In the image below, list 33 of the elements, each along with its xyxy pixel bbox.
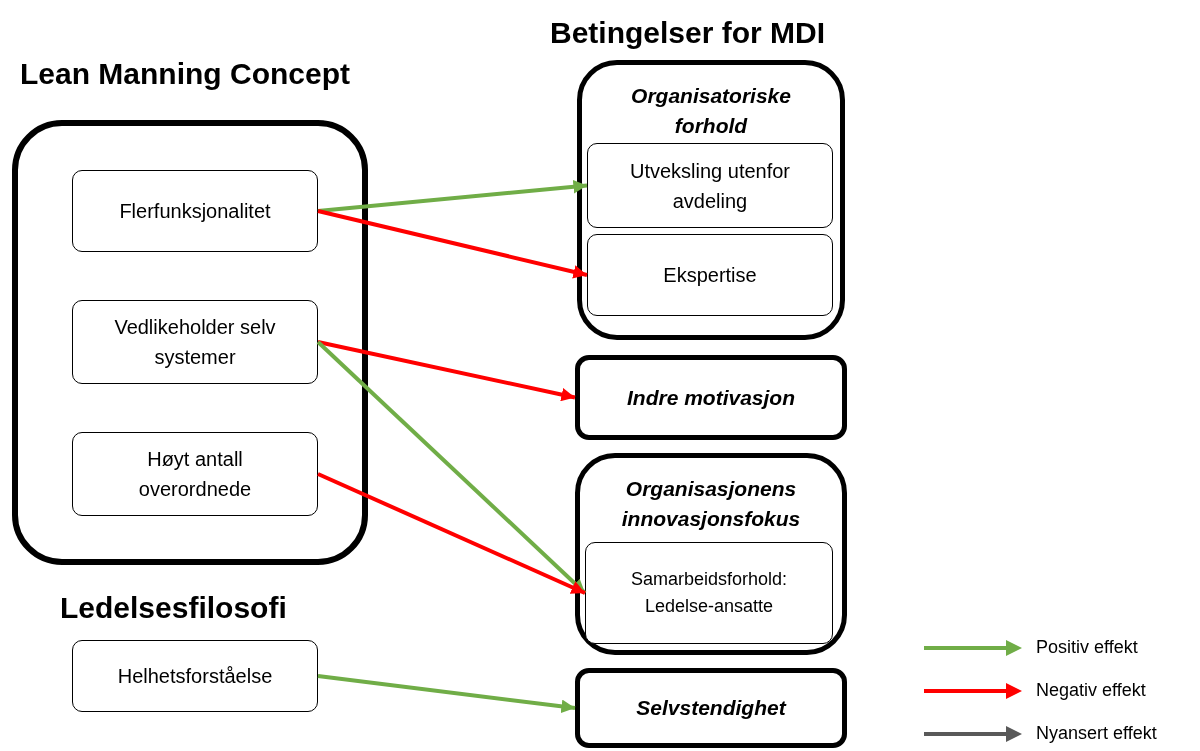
condition-label: Selvstendighet — [636, 695, 786, 722]
title: Betingelser for MDI — [550, 15, 826, 51]
condition-box — [575, 668, 847, 748]
group-heading: Organisatoriske forhold — [630, 83, 792, 139]
condition-label: Indre motivasjon — [627, 384, 795, 411]
factor-label: Helhetsforståelse — [117, 664, 273, 689]
factor-label: Utveksling utenfor avdeling — [628, 158, 792, 214]
legend-label: Negativ effekt — [1036, 679, 1146, 702]
group-heading: Organisasjonens innovasjonsfokus — [620, 476, 802, 532]
arrow — [317, 674, 576, 714]
arrow — [317, 340, 576, 402]
section-heading: Ledelsesfilosofi — [60, 590, 287, 626]
arrow — [317, 180, 588, 213]
condition-box — [575, 355, 847, 440]
factor-box — [72, 432, 318, 516]
factor-label: Ekspertise — [663, 263, 757, 288]
arrow — [317, 209, 588, 279]
condition-group-box — [575, 453, 847, 655]
legend-label: Positiv effekt — [1036, 636, 1138, 659]
group-heading: Lean Manning Concept — [20, 56, 350, 92]
factor-box — [587, 143, 833, 228]
legend-label: Nyansert effekt — [1036, 722, 1157, 745]
arrow — [317, 472, 586, 595]
factor-box — [72, 640, 318, 712]
factor-label: Samarbeidsforhold: Ledelse-ansatte — [629, 568, 789, 618]
factor-box — [587, 234, 833, 316]
factor-label: Høyt antall overordnede — [137, 447, 253, 502]
condition-group-box — [577, 60, 845, 340]
factor-box — [585, 542, 833, 644]
factor-label: Flerfunksjonalitet — [119, 199, 271, 224]
factor-box — [72, 300, 318, 384]
factor-label: Vedlikeholder selv systemer — [113, 315, 277, 370]
factor-box — [72, 170, 318, 252]
